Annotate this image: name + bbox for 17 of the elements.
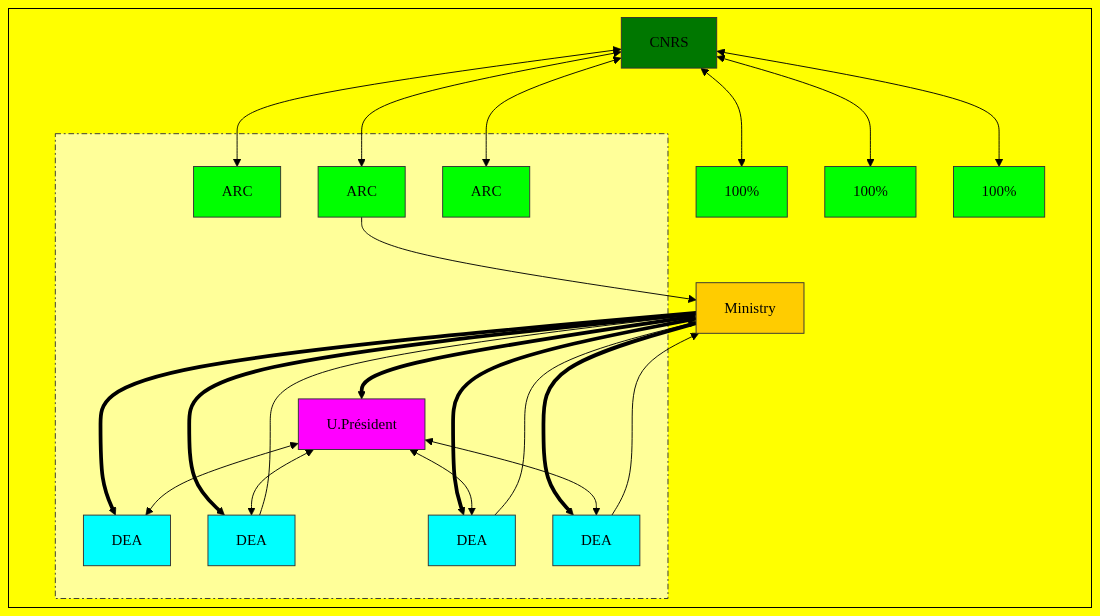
node-box: DEA — [427, 514, 516, 567]
node-box: DEA — [82, 514, 171, 567]
node-box: ARC — [442, 166, 531, 218]
node-box: CNRS — [620, 17, 718, 69]
node-box: 100% — [695, 166, 788, 218]
arrow — [451, 316, 697, 516]
node-box: DEA — [552, 514, 641, 567]
node-box: DEA — [207, 514, 296, 567]
node-box: 100% — [953, 166, 1046, 218]
node-box: ARC — [193, 166, 282, 218]
node-box: ARC — [317, 166, 406, 218]
cluster — [54, 133, 669, 599]
node-box: U.Président — [297, 398, 426, 450]
node-box: Ministry — [695, 282, 805, 334]
arrow — [357, 313, 697, 400]
node-box: 100% — [824, 166, 917, 218]
arrow — [541, 321, 697, 516]
